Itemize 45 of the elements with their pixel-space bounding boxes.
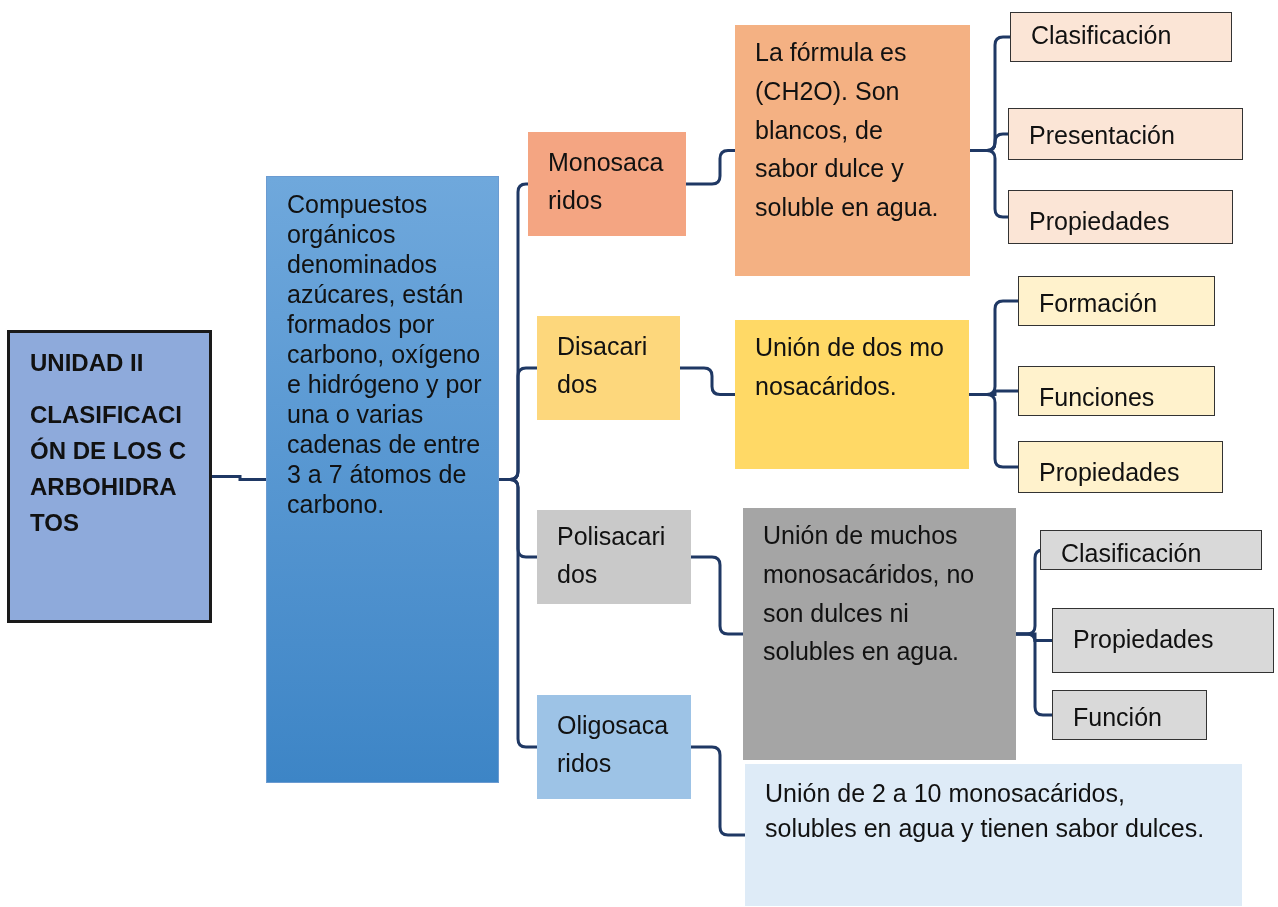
node-text: Propiedades xyxy=(1073,624,1215,655)
topic-box xyxy=(1040,530,1262,570)
brace-connector xyxy=(686,149,735,186)
topic-box xyxy=(1052,690,1207,740)
node-text: Polisacaridos xyxy=(557,521,667,590)
topic-box xyxy=(1008,190,1233,244)
node-text: La fórmula es (CH2O). Son blancos, de sabor dulce y soluble en agua. xyxy=(755,37,940,223)
category-box xyxy=(528,132,686,236)
node-text: UNIDAD II xyxy=(30,348,145,378)
title-box xyxy=(7,330,212,623)
node-text: Propiedades xyxy=(1029,206,1171,237)
node-text: Unión de 2 a 10 monosacáridos, solubles en agua y tienen sabor dulces. xyxy=(765,778,1206,844)
brace-connector xyxy=(970,149,1008,219)
topic-box xyxy=(1018,441,1223,493)
category-box xyxy=(537,695,691,799)
node-text: Monosacaridos xyxy=(548,147,665,216)
topic-box xyxy=(1008,108,1243,160)
topic-box xyxy=(1052,608,1274,673)
node-text: Funciones xyxy=(1039,382,1156,413)
node-text: CLASIFICACIÓN DE LOS CARBOHIDRATOS xyxy=(30,400,187,538)
description-box xyxy=(745,764,1242,906)
category-box xyxy=(537,316,680,420)
node-text: Clasificación xyxy=(1031,20,1173,51)
node-text: Oligosacaridos xyxy=(557,710,670,779)
node-text: Disacaridos xyxy=(557,331,649,400)
node-text: Unión de dos monosacáridos. xyxy=(755,332,945,402)
node-text: Unión de muchos monosacáridos, no son dulces ni solubles en agua. xyxy=(763,520,976,668)
node-text: Formación xyxy=(1039,288,1159,319)
description-box xyxy=(743,508,1016,760)
definition-box xyxy=(266,176,499,783)
brace-connector xyxy=(680,366,735,396)
brace-connector xyxy=(1016,632,1052,717)
brace-connector xyxy=(212,475,266,481)
topic-box xyxy=(1010,12,1232,62)
node-text: Función xyxy=(1073,702,1163,733)
brace-connector xyxy=(691,745,745,837)
category-box xyxy=(537,510,691,604)
node-text: Clasificación xyxy=(1061,538,1203,569)
node-text: Presentación xyxy=(1029,120,1176,151)
node-text: Compuestos orgánicos denominados azúcares, están formados por carbono, oxígeno e hidrógeno y por una o varias cadenas de entre 3 a 7 átomos de carbono. xyxy=(287,189,483,519)
description-box xyxy=(735,320,969,469)
node-text: Propiedades xyxy=(1039,457,1181,488)
topic-box xyxy=(1018,366,1215,416)
topic-box xyxy=(1018,276,1215,326)
description-box xyxy=(735,25,970,276)
